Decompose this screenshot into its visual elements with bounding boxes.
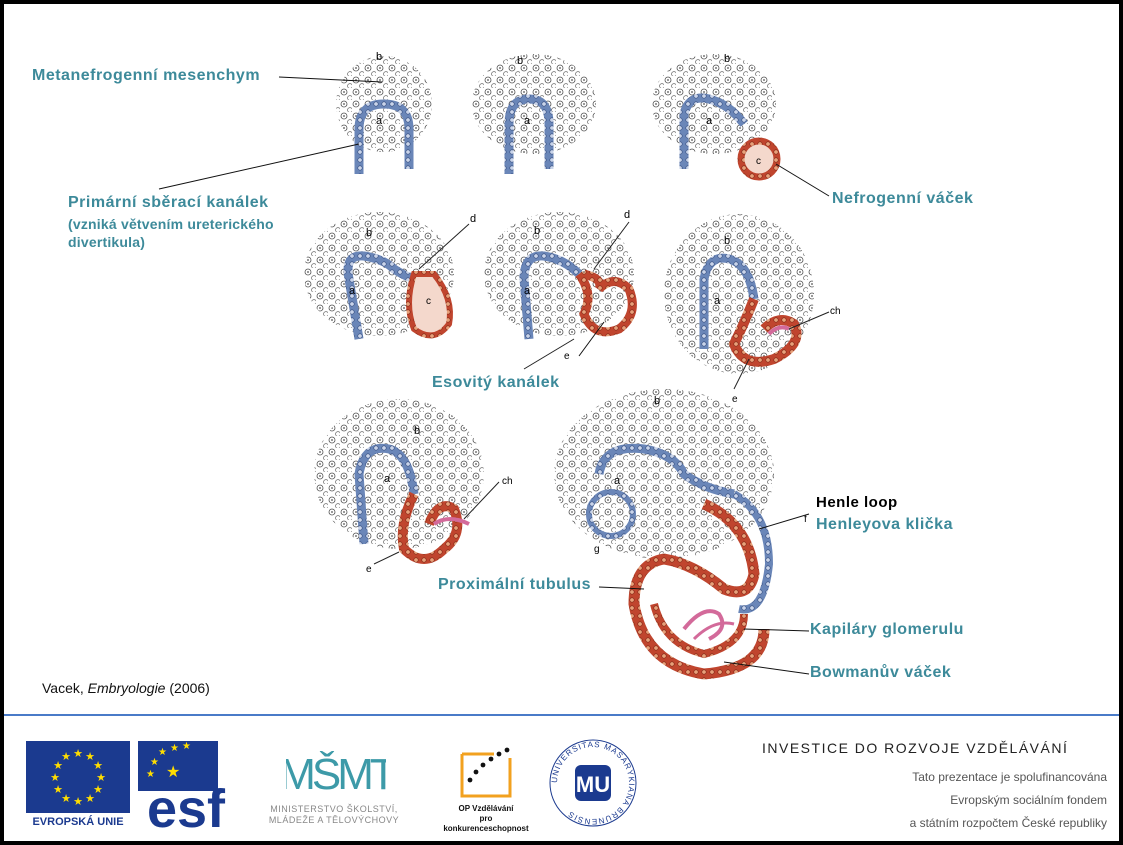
svg-text:★: ★ — [73, 796, 83, 808]
stage-1: a b — [336, 51, 432, 174]
eu-caption: EVROPSKÁ UNIE — [26, 816, 130, 828]
muni-mark: MU — [576, 772, 610, 797]
op-caption-line1: OP Vzdělávání — [436, 804, 536, 814]
letter-ch: ch — [502, 476, 513, 487]
stage-8: a b f g — [554, 389, 807, 674]
letter-a: a — [524, 285, 531, 297]
msmt-logo: MŠMT — [286, 741, 386, 801]
letter-b: b — [366, 227, 372, 239]
letter-b: b — [654, 395, 660, 407]
letter-c: c — [756, 156, 761, 167]
letter-a: a — [714, 295, 721, 307]
muni-logo: UNIVERSITAS MASARYKIANA BRUNENSIS MU — [548, 738, 638, 828]
esf-wordmark: esf — [147, 779, 226, 833]
letter-a: a — [614, 475, 621, 487]
svg-text:★: ★ — [53, 784, 63, 796]
op-vzdelavani-logo — [456, 744, 516, 802]
svg-text:★: ★ — [85, 793, 95, 805]
op-caption-line2: pro konkurenceschopnost — [436, 814, 536, 834]
stage-6: a b ch e — [664, 214, 841, 405]
svg-text:★: ★ — [96, 772, 106, 784]
footer-line-1: Tato prezentace je spolufinancována — [912, 770, 1107, 784]
svg-text:★: ★ — [93, 760, 103, 772]
letter-b: b — [534, 225, 540, 237]
label-nefrogenni-vacek: Nefrogenní váček — [832, 190, 973, 208]
stage-2: a b — [472, 54, 596, 174]
letter-ch: ch — [830, 306, 841, 317]
label-primarni-sub2: divertikula) — [68, 233, 145, 251]
letter-a: a — [384, 473, 391, 485]
svg-text:★: ★ — [158, 747, 167, 758]
citation-author: Vacek, — [42, 680, 84, 696]
label-kapilary-glomerulu: Kapiláry glomerulu — [810, 621, 964, 639]
op-caption: OP Vzdělávání pro konkurenceschopnost — [436, 804, 536, 834]
letter-b: b — [376, 51, 382, 63]
letter-d: d — [470, 213, 476, 225]
letter-b: b — [724, 235, 730, 247]
label-primarni-sub1: (vzniká větvením ureterického — [68, 215, 274, 233]
letter-b: b — [724, 53, 730, 65]
footer-line-2: Evropským sociálním fondem — [950, 793, 1107, 807]
msmt-caption-line2: MLÁDEŽE A TĚLOVÝCHOVY — [244, 815, 424, 826]
letter-a: a — [376, 115, 383, 127]
letter-d: d — [624, 209, 630, 221]
letter-a: a — [524, 115, 531, 127]
label-esovity-kanalek: Esovitý kanálek — [432, 374, 560, 392]
footer-heading: INVESTICE DO ROZVOJE VZDĚLÁVÁNÍ — [762, 740, 1068, 756]
label-bowmanuv-vacek: Bowmanův váček — [810, 664, 951, 682]
stage-7: a b ch e — [314, 399, 513, 575]
letter-a: a — [706, 115, 713, 127]
label-henle-loop: Henle loop — [816, 494, 898, 511]
svg-text:★: ★ — [50, 772, 60, 784]
stage-4: a b c d — [304, 212, 476, 339]
footer-divider — [4, 714, 1119, 716]
msmt-wordmark: MŠMT — [286, 749, 386, 799]
msmt-caption-line1: MINISTERSTVO ŠKOLSTVÍ, — [244, 804, 424, 815]
letter-g: g — [594, 544, 600, 555]
label-proximalni-tubulus: Proximální tubulus — [438, 576, 591, 594]
svg-text:★: ★ — [182, 741, 191, 752]
svg-text:★: ★ — [170, 743, 179, 754]
esf-logo: ★★★ ★★★ esf — [138, 741, 234, 833]
slide: a b a b a b c a b c d — [4, 4, 1119, 841]
svg-text:★: ★ — [73, 748, 83, 760]
label-metanefrogenni-mesenchym: Metanefrogenní mesenchym — [32, 67, 260, 85]
letter-e: e — [366, 564, 372, 575]
stage-5: a b d e — [484, 209, 634, 369]
citation-year: (2006) — [169, 680, 209, 696]
citation: Vacek, Embryologie (2006) — [42, 680, 210, 696]
label-henleyova-klicka: Henleyova klička — [816, 516, 953, 534]
stage-3: a b c — [652, 53, 777, 177]
letter-c: c — [426, 296, 431, 307]
svg-text:★: ★ — [61, 751, 71, 763]
eu-stars-icon: ★★★ ★★★ ★★★ ★★★ — [26, 741, 130, 813]
nephron-development-diagram: a b a b a b c a b c d — [4, 4, 1119, 704]
footer-line-3: a státním rozpočtem České republiky — [910, 816, 1107, 830]
citation-title: Embryologie — [88, 680, 166, 696]
svg-text:★: ★ — [150, 757, 159, 768]
letter-b: b — [414, 425, 420, 437]
msmt-caption: MINISTERSTVO ŠKOLSTVÍ, MLÁDEŽE A TĚLOVÝC… — [244, 804, 424, 826]
eu-flag-logo: ★★★ ★★★ ★★★ ★★★ — [26, 741, 130, 813]
label-primarni-sberaci-kanalek: Primární sběrací kanálek — [68, 194, 269, 212]
letter-b: b — [517, 55, 523, 67]
letter-e: e — [732, 394, 738, 405]
letter-e: e — [564, 351, 570, 362]
letter-a: a — [349, 285, 356, 297]
